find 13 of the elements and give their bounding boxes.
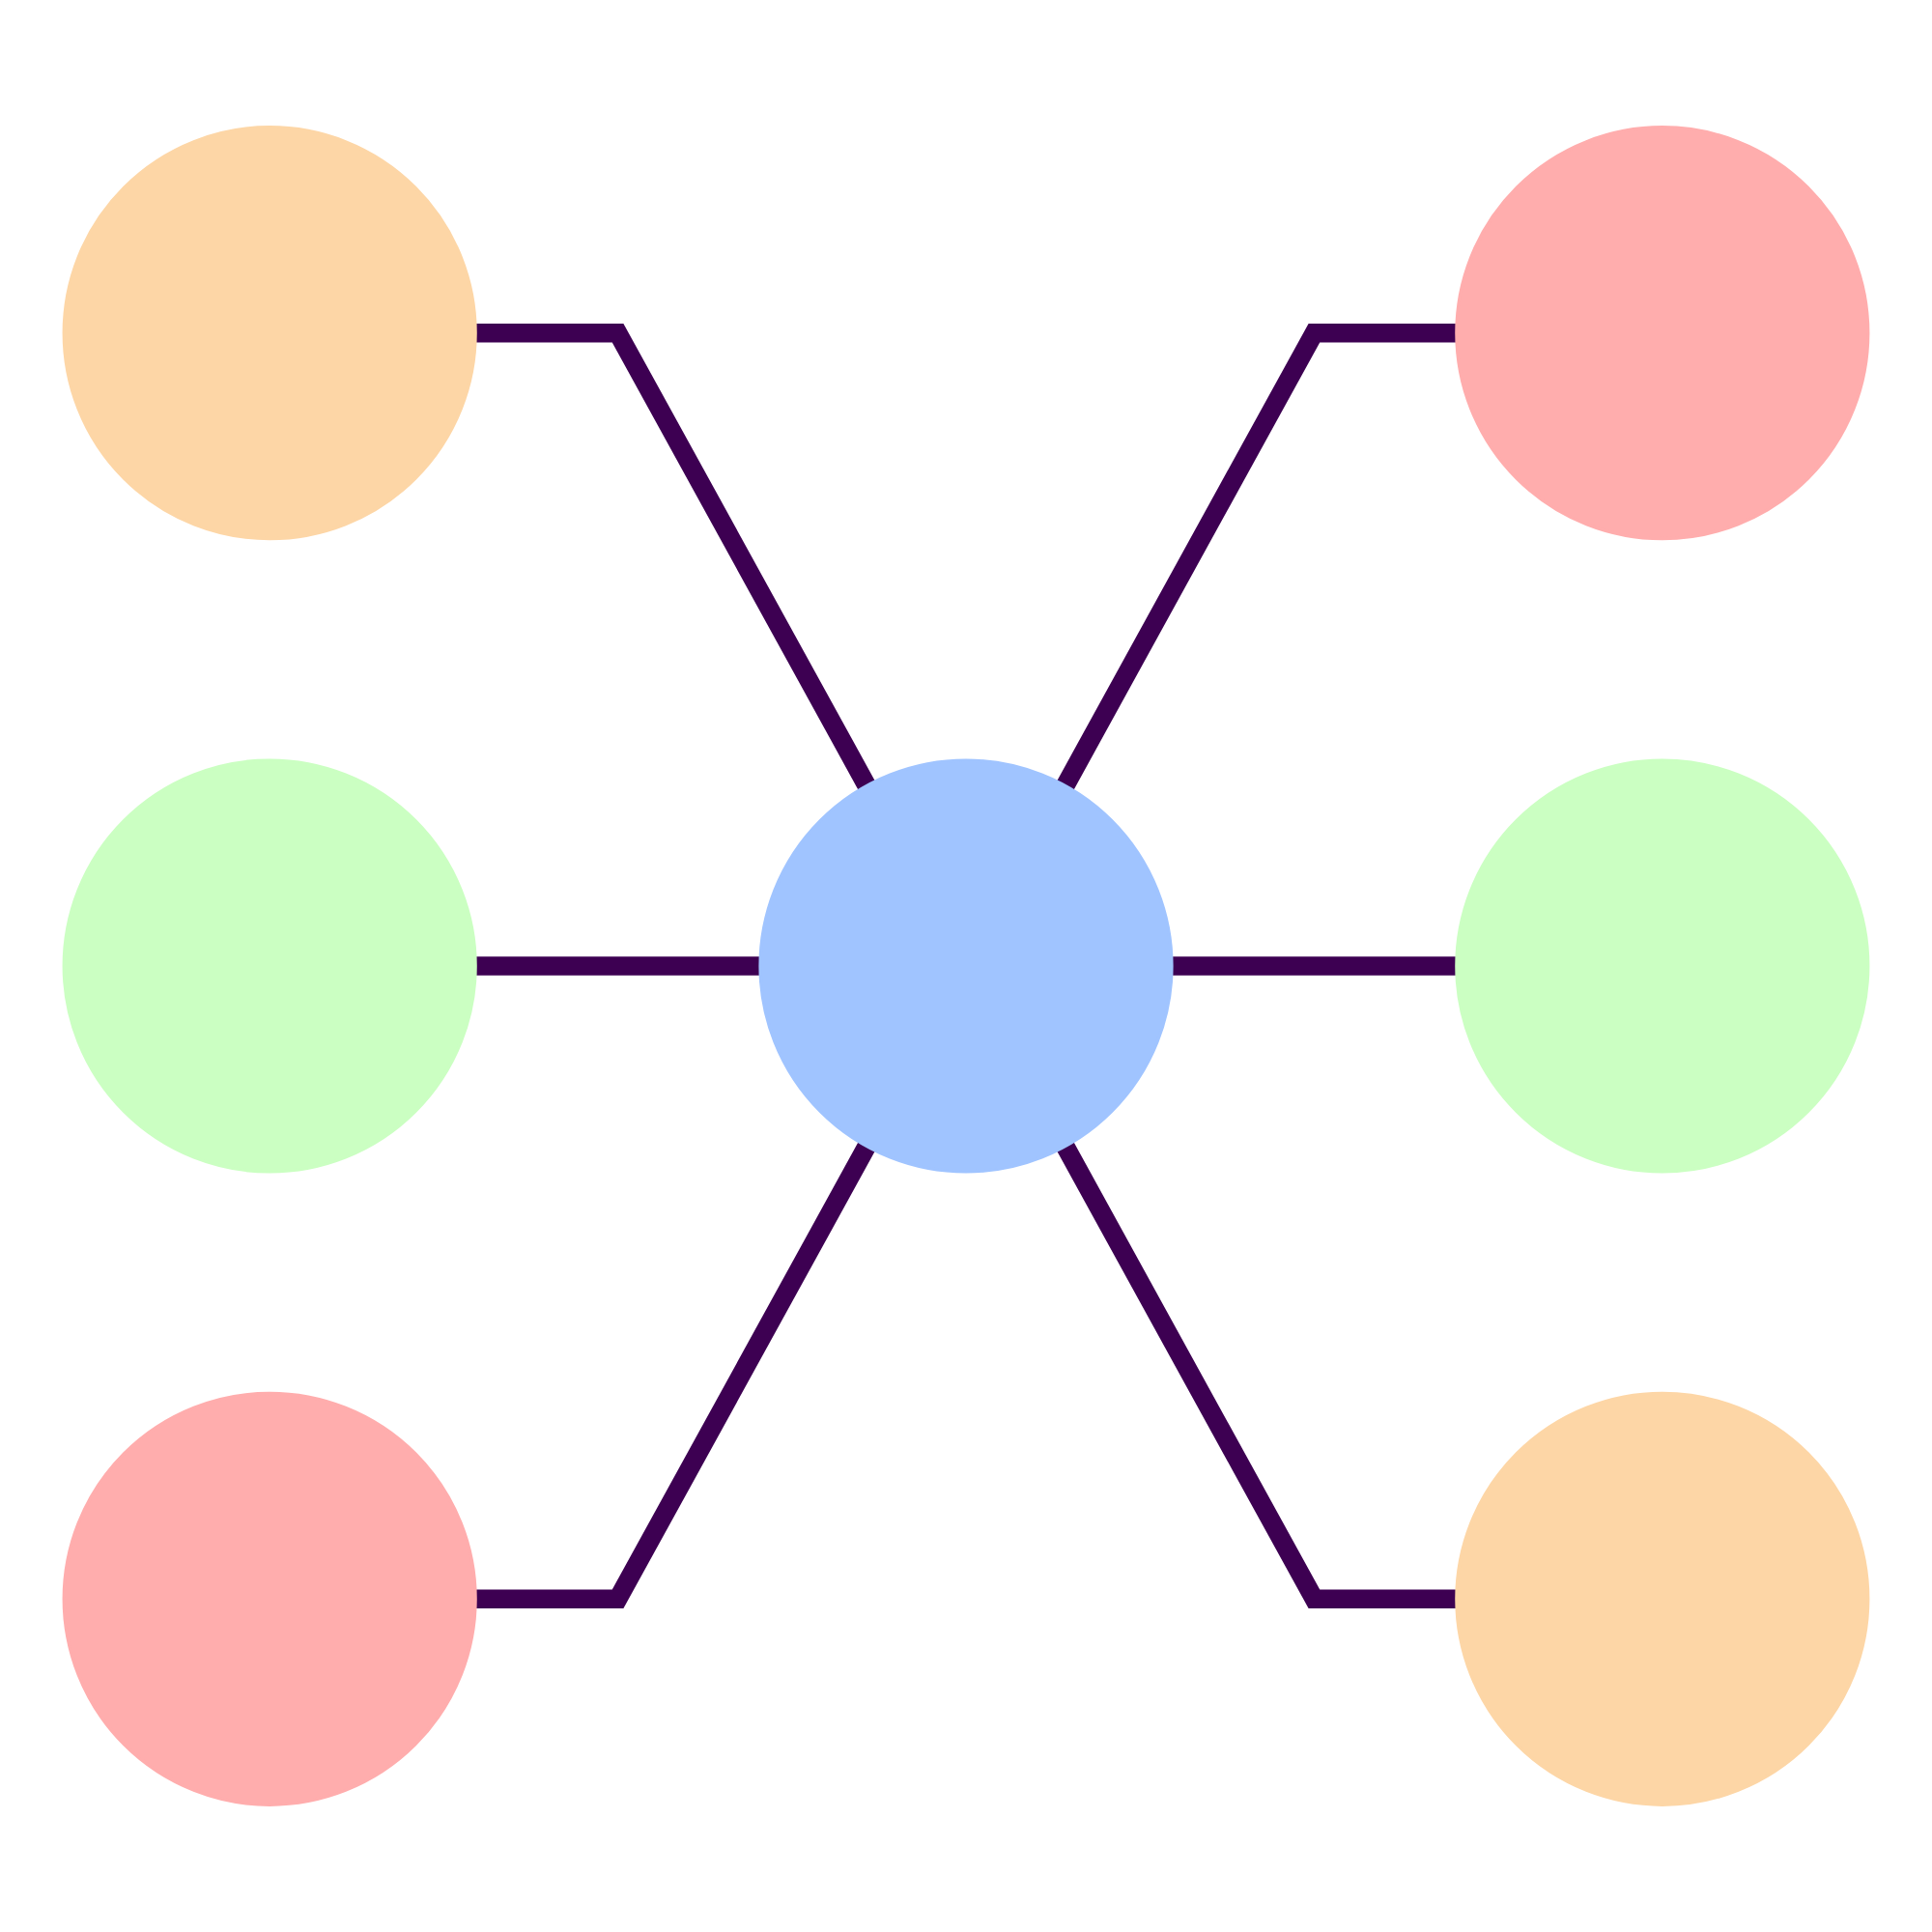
circle-node [1455,758,1870,1174]
circle-node [62,758,477,1174]
connector-line [1171,956,1457,976]
circle-node [758,758,1174,1174]
circle-node [1455,1391,1870,1806]
connector-line [1057,1141,1457,1609]
circle-node [62,126,477,541]
connector-line [475,323,875,791]
circle-node [62,1391,477,1806]
connector-line [1057,323,1457,791]
connector-line [475,956,761,976]
connector-line [475,1141,875,1609]
circle-node [1455,126,1870,541]
